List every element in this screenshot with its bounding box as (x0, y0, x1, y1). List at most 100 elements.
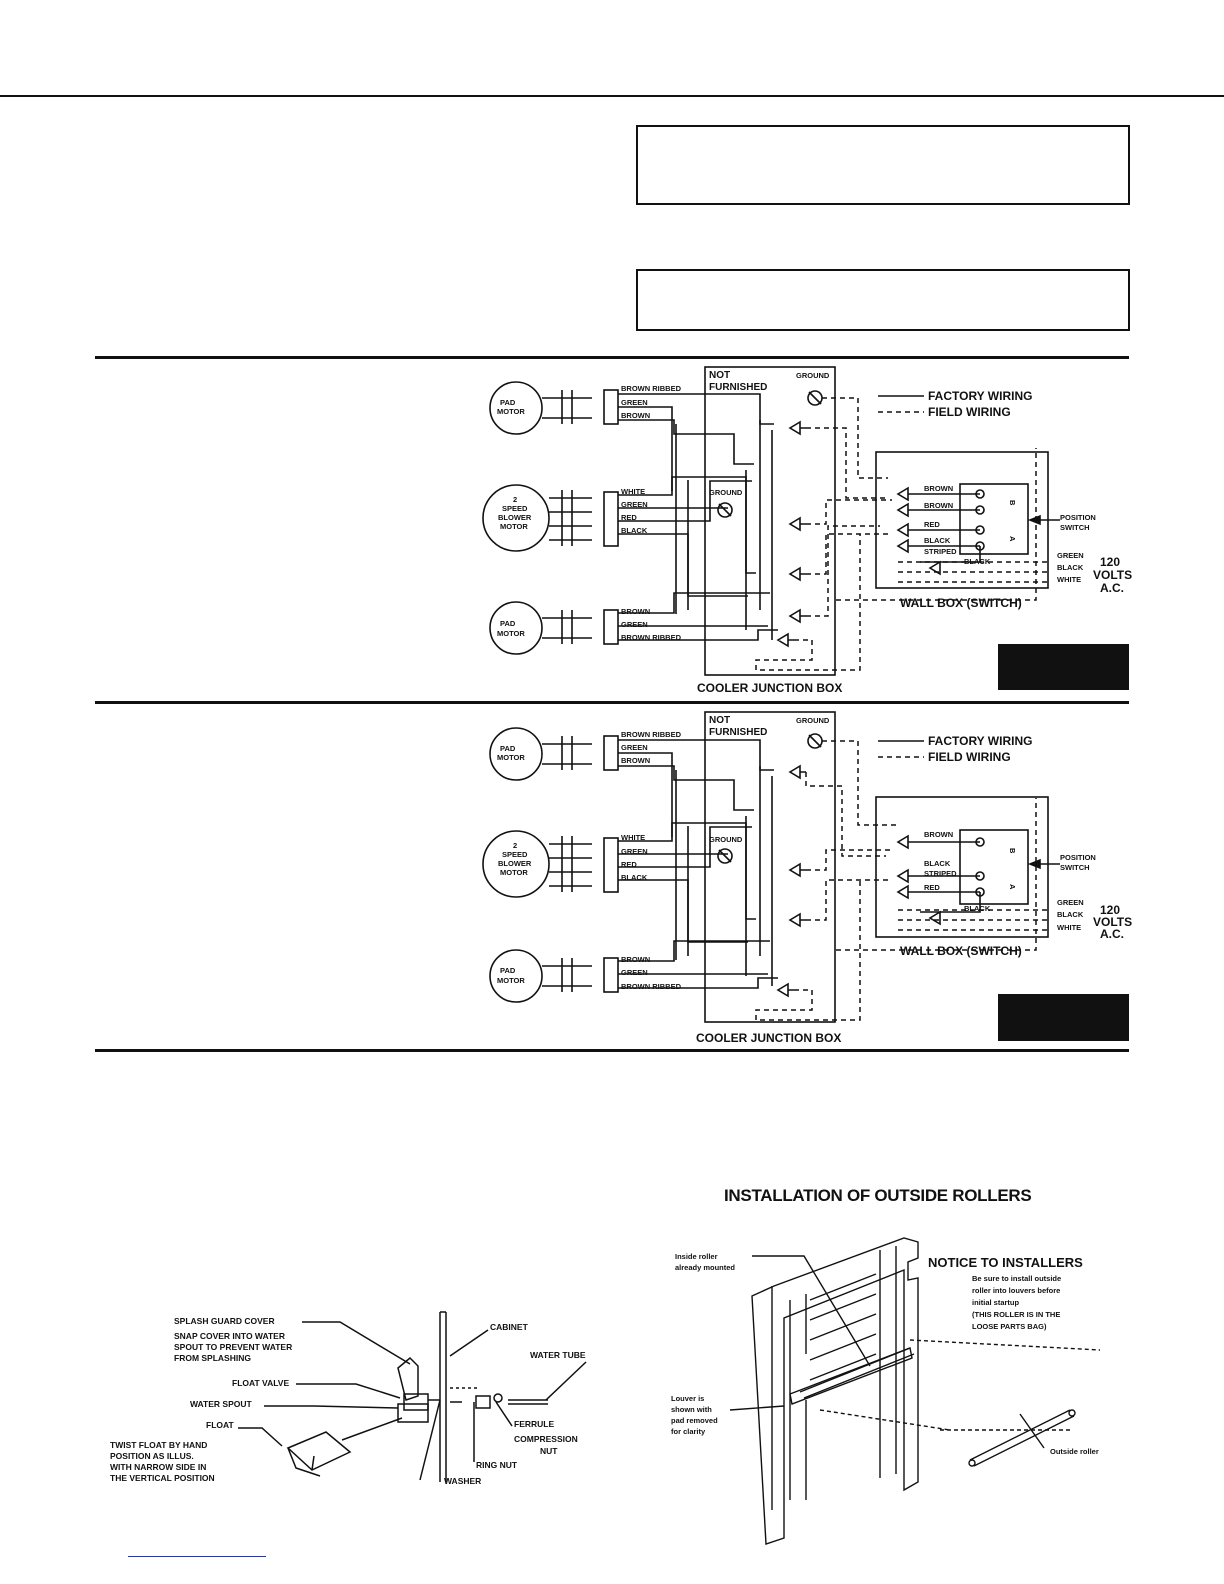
svg-text:TWIST FLOAT BY HAND: TWIST FLOAT BY HAND (110, 1440, 207, 1450)
svg-text:SWITCH: SWITCH (1060, 863, 1090, 872)
svg-text:FLOAT: FLOAT (206, 1420, 235, 1430)
svg-text:FACTORY WIRING: FACTORY WIRING (928, 734, 1032, 748)
svg-text:Louver is: Louver is (671, 1394, 704, 1403)
svg-text:BROWN RIBBED: BROWN RIBBED (621, 384, 682, 393)
svg-text:BROWN RIBBED: BROWN RIBBED (621, 982, 682, 991)
svg-text:BLACK: BLACK (621, 873, 648, 882)
svg-text:FERRULE: FERRULE (514, 1419, 554, 1429)
svg-text:PAD: PAD (500, 966, 516, 975)
svg-text:BROWN RIBBED: BROWN RIBBED (621, 633, 682, 642)
svg-text:NOT: NOT (709, 370, 730, 381)
svg-text:GREEN: GREEN (1057, 898, 1084, 907)
svg-text:BROWN: BROWN (924, 501, 953, 510)
svg-text:BROWN: BROWN (621, 955, 650, 964)
svg-text:120: 120 (1100, 903, 1120, 917)
svg-text:(THIS ROLLER IS IN THE: (THIS ROLLER IS IN THE (972, 1310, 1060, 1319)
svg-text:2: 2 (513, 495, 517, 504)
svg-text:GREEN: GREEN (621, 743, 648, 752)
svg-text:MOTOR: MOTOR (497, 753, 525, 762)
svg-text:BLACK: BLACK (924, 859, 951, 868)
svg-text:RED: RED (621, 860, 637, 869)
svg-text:A.C.: A.C. (1100, 927, 1124, 941)
svg-text:WHITE: WHITE (621, 487, 645, 496)
svg-text:MOTOR: MOTOR (497, 629, 525, 638)
svg-text:BROWN RIBBED: BROWN RIBBED (621, 730, 682, 739)
notice-box-1 (636, 125, 1130, 205)
svg-text:WATER SPOUT: WATER SPOUT (190, 1399, 253, 1409)
svg-text:NOT: NOT (709, 715, 730, 726)
svg-text:FACTORY WIRING: FACTORY WIRING (928, 389, 1032, 403)
svg-text:B: B (1008, 500, 1017, 506)
svg-text:GREEN: GREEN (1057, 551, 1084, 560)
svg-text:BROWN: BROWN (924, 484, 953, 493)
svg-text:Inside roller: Inside roller (675, 1252, 718, 1261)
diagram-2-top-rule (95, 701, 1129, 704)
svg-text:MOTOR: MOTOR (500, 868, 528, 877)
svg-text:BLACK: BLACK (1057, 910, 1084, 919)
svg-text:RED: RED (621, 513, 637, 522)
svg-text:BLOWER: BLOWER (498, 513, 532, 522)
svg-text:A: A (1008, 884, 1017, 890)
svg-text:GROUND: GROUND (709, 835, 743, 844)
header-rule (0, 95, 1224, 97)
figure-tab-1 (998, 644, 1129, 690)
svg-text:Be sure to install outside: Be sure to install outside (972, 1274, 1061, 1283)
svg-text:NUT: NUT (540, 1446, 558, 1456)
diagram-1-top-rule (95, 356, 1129, 359)
svg-text:GREEN: GREEN (621, 968, 648, 977)
svg-text:COOLER JUNCTION BOX: COOLER JUNCTION BOX (697, 681, 842, 695)
svg-text:STRIPED: STRIPED (924, 869, 957, 878)
svg-text:BROWN: BROWN (621, 756, 650, 765)
svg-text:FURNISHED: FURNISHED (709, 727, 767, 738)
svg-text:GROUND: GROUND (709, 488, 743, 497)
svg-text:GREEN: GREEN (621, 847, 648, 856)
svg-text:MOTOR: MOTOR (497, 407, 525, 416)
svg-text:RED: RED (924, 883, 940, 892)
notice-box-2 (636, 269, 1130, 331)
svg-text:STRIPED: STRIPED (924, 547, 957, 556)
svg-text:WITH NARROW SIDE IN: WITH NARROW SIDE IN (110, 1462, 206, 1472)
svg-text:BROWN: BROWN (621, 411, 650, 420)
svg-text:COOLER JUNCTION BOX: COOLER JUNCTION BOX (696, 1031, 841, 1045)
svg-text:RING NUT: RING NUT (476, 1460, 518, 1470)
svg-text:LOOSE PARTS BAG): LOOSE PARTS BAG) (972, 1322, 1047, 1331)
svg-text:VOLTS: VOLTS (1093, 915, 1132, 929)
svg-text:NOTICE TO INSTALLERS: NOTICE TO INSTALLERS (928, 1255, 1083, 1270)
svg-text:GROUND: GROUND (796, 716, 830, 725)
svg-text:VOLTS: VOLTS (1093, 568, 1132, 582)
svg-text:initial startup: initial startup (972, 1298, 1020, 1307)
svg-text:PAD: PAD (500, 619, 516, 628)
svg-text:BLOWER: BLOWER (498, 859, 532, 868)
svg-text:MOTOR: MOTOR (497, 976, 525, 985)
svg-text:SPOUT TO PREVENT WATER: SPOUT TO PREVENT WATER (174, 1342, 292, 1352)
svg-text:shown with: shown with (671, 1405, 712, 1414)
svg-text:SPEED: SPEED (502, 504, 528, 513)
svg-text:2: 2 (513, 841, 517, 850)
svg-text:already mounted: already mounted (675, 1263, 735, 1272)
svg-text:120: 120 (1100, 555, 1120, 569)
svg-text:POSITION: POSITION (1060, 513, 1096, 522)
svg-text:GREEN: GREEN (621, 398, 648, 407)
svg-text:POSITION AS ILLUS.: POSITION AS ILLUS. (110, 1451, 194, 1461)
footer-link-underline (128, 1556, 266, 1557)
svg-text:BLACK: BLACK (621, 526, 648, 535)
svg-text:Outside roller: Outside roller (1050, 1447, 1099, 1456)
svg-text:THE VERTICAL POSITION: THE VERTICAL POSITION (110, 1473, 215, 1483)
svg-text:pad removed: pad removed (671, 1416, 718, 1425)
svg-text:WASHER: WASHER (444, 1476, 481, 1486)
svg-text:BROWN: BROWN (924, 830, 953, 839)
svg-text:WALL BOX (SWITCH): WALL BOX (SWITCH) (900, 596, 1022, 610)
svg-text:SWITCH: SWITCH (1060, 523, 1090, 532)
svg-text:CABINET: CABINET (490, 1322, 529, 1332)
svg-text:FROM SPLASHING: FROM SPLASHING (174, 1353, 251, 1363)
svg-text:FLOAT VALVE: FLOAT VALVE (232, 1378, 289, 1388)
svg-text:WHITE: WHITE (1057, 575, 1081, 584)
svg-text:SNAP COVER INTO WATER: SNAP COVER INTO WATER (174, 1331, 285, 1341)
svg-text:FIELD WIRING: FIELD WIRING (928, 405, 1011, 419)
svg-text:BLACK: BLACK (1057, 563, 1084, 572)
svg-text:GREEN: GREEN (621, 620, 648, 629)
svg-text:FIELD WIRING: FIELD WIRING (928, 750, 1011, 764)
